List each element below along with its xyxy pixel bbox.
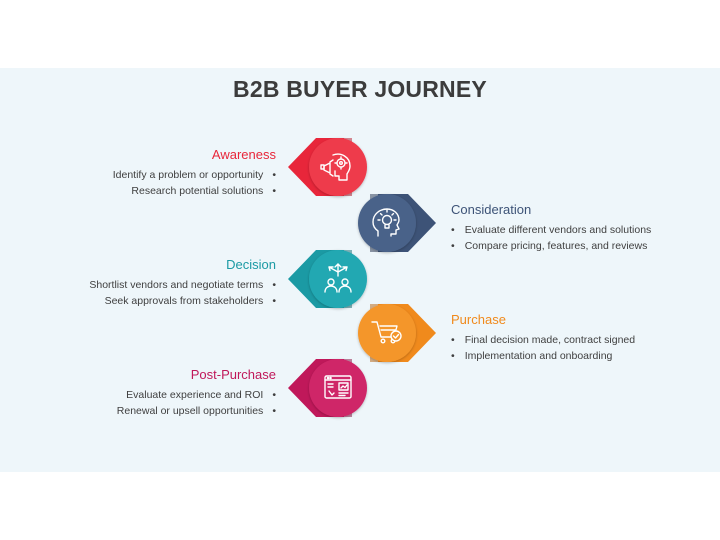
stage-purchase-point-1: Final decision made, contract signed — [464, 334, 636, 346]
head-gear-megaphone-icon — [320, 153, 351, 181]
bullet: • — [272, 169, 276, 181]
stage-purchase-title: Purchase — [451, 312, 506, 327]
bullet: • — [451, 350, 455, 362]
stage-awareness-text: Awareness Identify a problem or opportun… — [113, 147, 276, 199]
stage-awareness-point-2: Research potential solutions — [131, 185, 264, 197]
stage-decision-text: Decision Shortlist vendors and negotiate… — [89, 257, 276, 309]
stage-post-purchase-text: Post-Purchase Evaluate experience and RO… — [117, 367, 276, 419]
stage-post-purchase-point-1: Evaluate experience and ROI — [126, 389, 264, 401]
stage-decision-marker — [288, 250, 367, 308]
stage-purchase-text: Purchase • Final decision made, contract … — [451, 312, 635, 364]
stage-awareness-point-1: Identify a problem or opportunity — [112, 169, 264, 181]
stage-consideration-point-1: Evaluate different vendors and solutions — [464, 224, 652, 236]
stage-consideration-marker — [358, 194, 436, 252]
people-arrows-icon — [324, 263, 352, 293]
purchase-circle — [358, 304, 416, 362]
stage-purchase-marker — [358, 304, 436, 362]
stage-consideration-text: Consideration • Evaluate different vendor… — [451, 202, 651, 254]
stage-post-purchase-point-2: Renewal or upsell opportunities — [116, 405, 264, 417]
bullet: • — [272, 405, 276, 417]
awareness-circle — [309, 138, 367, 196]
bullet: • — [272, 389, 276, 401]
stage-decision-point-1: Shortlist vendors and negotiate terms — [89, 279, 264, 291]
stage-awareness-marker — [288, 138, 367, 196]
slide: B2B BUYER JOURNEY — [0, 68, 720, 472]
journey-diagram — [288, 138, 436, 417]
bullet: • — [272, 279, 276, 291]
shopping-cart-icon — [371, 321, 402, 344]
stage-decision-point-2: Seek approvals from stakeholders — [104, 295, 264, 307]
browser-chart-icon — [324, 375, 352, 399]
stage-consideration-point-2: Compare pricing, features, and reviews — [464, 240, 648, 252]
post-purchase-circle — [309, 359, 367, 417]
stage-purchase-point-2: Implementation and onboarding — [464, 350, 613, 362]
bullet: • — [451, 224, 455, 236]
stage-post-purchase-title: Post-Purchase — [190, 367, 276, 382]
bullet: • — [451, 334, 455, 346]
decision-circle — [309, 250, 367, 308]
bullet: • — [451, 240, 455, 252]
head-lightbulb-icon — [372, 208, 400, 237]
stage-post-purchase-marker — [288, 359, 367, 417]
consideration-circle — [358, 194, 416, 252]
bullet: • — [272, 185, 276, 197]
stage-consideration-title: Consideration — [451, 202, 532, 217]
slide-title: B2B BUYER JOURNEY — [233, 76, 487, 102]
bullet: • — [272, 295, 276, 307]
stage-decision-title: Decision — [226, 257, 276, 272]
stage-awareness-title: Awareness — [211, 147, 276, 162]
